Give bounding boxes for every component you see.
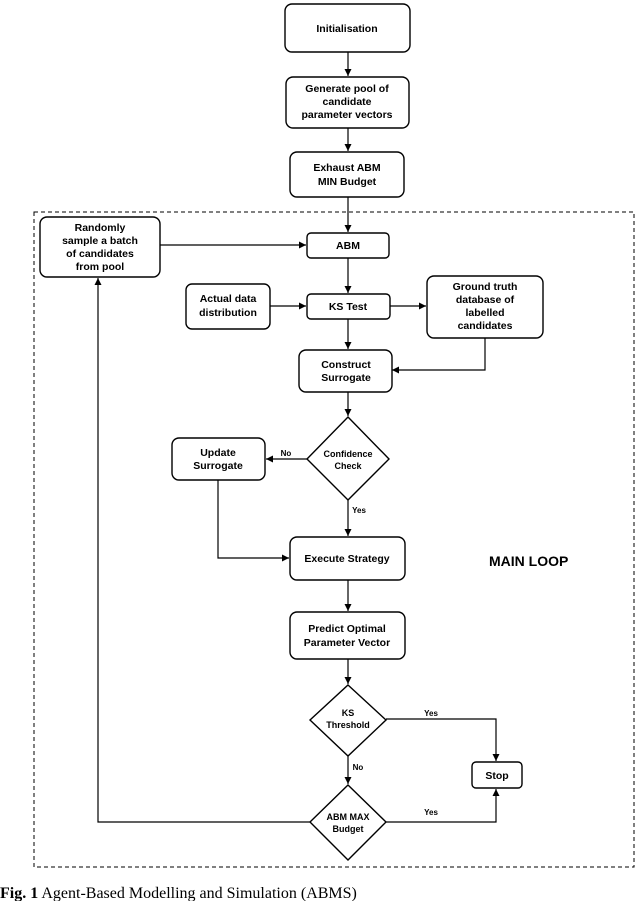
svg-text:Stop: Stop (485, 770, 508, 782)
confidence-yes-label: Yes (352, 506, 366, 515)
svg-text:Generate pool of: Generate pool of (305, 83, 389, 95)
main-loop-frame (33, 211, 635, 868)
svg-text:Construct: Construct (321, 359, 371, 371)
node-random-sample: Randomly sample a batch of candidates fr… (39, 216, 161, 278)
abm-max-yes-label: Yes (424, 808, 438, 817)
main-loop-label: MAIN LOOP (489, 553, 568, 569)
node-ground-truth: Ground truth database of labelled candid… (426, 275, 544, 339)
svg-text:Surrogate: Surrogate (321, 372, 371, 384)
svg-text:ABM: ABM (336, 240, 360, 252)
figure-caption: Fig. 1 Agent-Based Modelling and Simulat… (0, 885, 640, 901)
caption-prefix: Fig. 1 (0, 885, 39, 901)
svg-text:Surrogate: Surrogate (193, 460, 243, 472)
svg-text:sample a batch: sample a batch (62, 235, 138, 247)
node-confidence-check: Confidence Check (306, 415, 390, 501)
svg-text:from pool: from pool (76, 261, 124, 273)
svg-text:distribution: distribution (199, 307, 257, 319)
svg-text:Parameter Vector: Parameter Vector (304, 637, 390, 649)
node-exhaust-min-budget: Exhaust ABM MIN Budget (289, 151, 405, 198)
ks-threshold-no-label: No (353, 763, 364, 772)
caption-text: Agent-Based Modelling and Simulation (AB… (38, 885, 357, 901)
edge-max-to-sample (94, 278, 310, 823)
svg-text:candidate: candidate (322, 96, 371, 108)
node-abm-max-budget: ABM MAX Budget (309, 784, 387, 861)
svg-text:Actual data: Actual data (200, 293, 257, 305)
confidence-no-label: No (281, 449, 292, 458)
svg-text:Predict Optimal: Predict Optimal (308, 623, 386, 635)
svg-text:MIN Budget: MIN Budget (318, 176, 377, 188)
svg-text:Confidence: Confidence (323, 449, 372, 459)
node-ks-test: KS Test (306, 293, 391, 320)
svg-text:Update: Update (200, 447, 236, 459)
svg-text:KS Test: KS Test (329, 301, 368, 313)
node-abm: ABM (306, 232, 390, 259)
node-ks-threshold: KS Threshold (308, 684, 388, 757)
svg-text:Execute Strategy: Execute Strategy (304, 553, 389, 565)
svg-text:Ground truth: Ground truth (453, 281, 518, 293)
ks-threshold-yes-label: Yes (424, 709, 438, 718)
edge-ks-threshold-to-stop (386, 718, 500, 761)
node-execute-strategy: Execute Strategy (289, 536, 406, 581)
node-construct-surrogate: Construct Surrogate (298, 349, 393, 393)
svg-text:Check: Check (334, 461, 362, 471)
svg-text:KS: KS (342, 708, 355, 718)
svg-text:database of: database of (456, 294, 515, 306)
node-stop: Stop (471, 761, 523, 789)
svg-text:ABM MAX: ABM MAX (327, 812, 370, 822)
node-update-surrogate: Update Surrogate (171, 437, 266, 481)
svg-text:Budget: Budget (333, 824, 364, 834)
node-actual-data: Actual data distribution (185, 283, 271, 330)
svg-text:Randomly: Randomly (75, 222, 126, 234)
node-initialisation: Initialisation (284, 3, 411, 53)
svg-text:of candidates: of candidates (66, 248, 134, 260)
edge-ground-to-construct (392, 338, 486, 374)
node-predict-optimal: Predict Optimal Parameter Vector (289, 611, 406, 660)
svg-text:Threshold: Threshold (326, 720, 370, 730)
edge-update-to-execute (217, 480, 289, 562)
svg-text:Initialisation: Initialisation (316, 23, 377, 35)
svg-text:parameter vectors: parameter vectors (301, 109, 392, 121)
svg-text:labelled: labelled (465, 307, 504, 319)
svg-text:candidates: candidates (458, 320, 513, 332)
edges (94, 52, 500, 823)
node-generate-pool: Generate pool of candidate parameter vec… (285, 76, 410, 129)
svg-text:Exhaust ABM: Exhaust ABM (313, 162, 381, 174)
edge-max-to-stop (386, 789, 500, 823)
